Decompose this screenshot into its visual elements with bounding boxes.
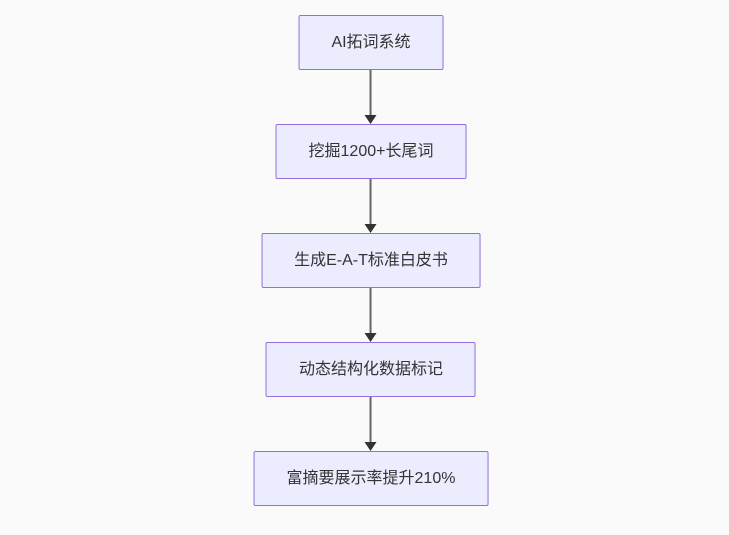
edge-line (370, 179, 372, 225)
flow-node-eat-whitepaper: 生成E-A-T标准白皮书 (261, 233, 481, 288)
flow-node-ai-word-expansion: AI拓词系统 (298, 15, 444, 70)
arrowhead-down-icon (365, 333, 377, 342)
arrowhead-down-icon (365, 442, 377, 451)
flow-edge (365, 288, 377, 342)
arrowhead-down-icon (365, 224, 377, 233)
flow-edge (365, 179, 377, 233)
edge-line (370, 70, 372, 116)
flow-node-rich-snippet-rate: 富摘要展示率提升210% (253, 451, 489, 506)
flow-node-longtail-keywords: 挖掘1200+长尾词 (275, 124, 467, 179)
edge-line (370, 288, 372, 334)
flow-node-structured-data: 动态结构化数据标记 (265, 342, 476, 397)
flow-edge (365, 397, 377, 451)
flow-edge (365, 70, 377, 124)
edge-line (370, 397, 372, 443)
flowchart: AI拓词系统 挖掘1200+长尾词 生成E-A-T标准白皮书 动态结构化数据标记… (253, 15, 489, 506)
arrowhead-down-icon (365, 115, 377, 124)
